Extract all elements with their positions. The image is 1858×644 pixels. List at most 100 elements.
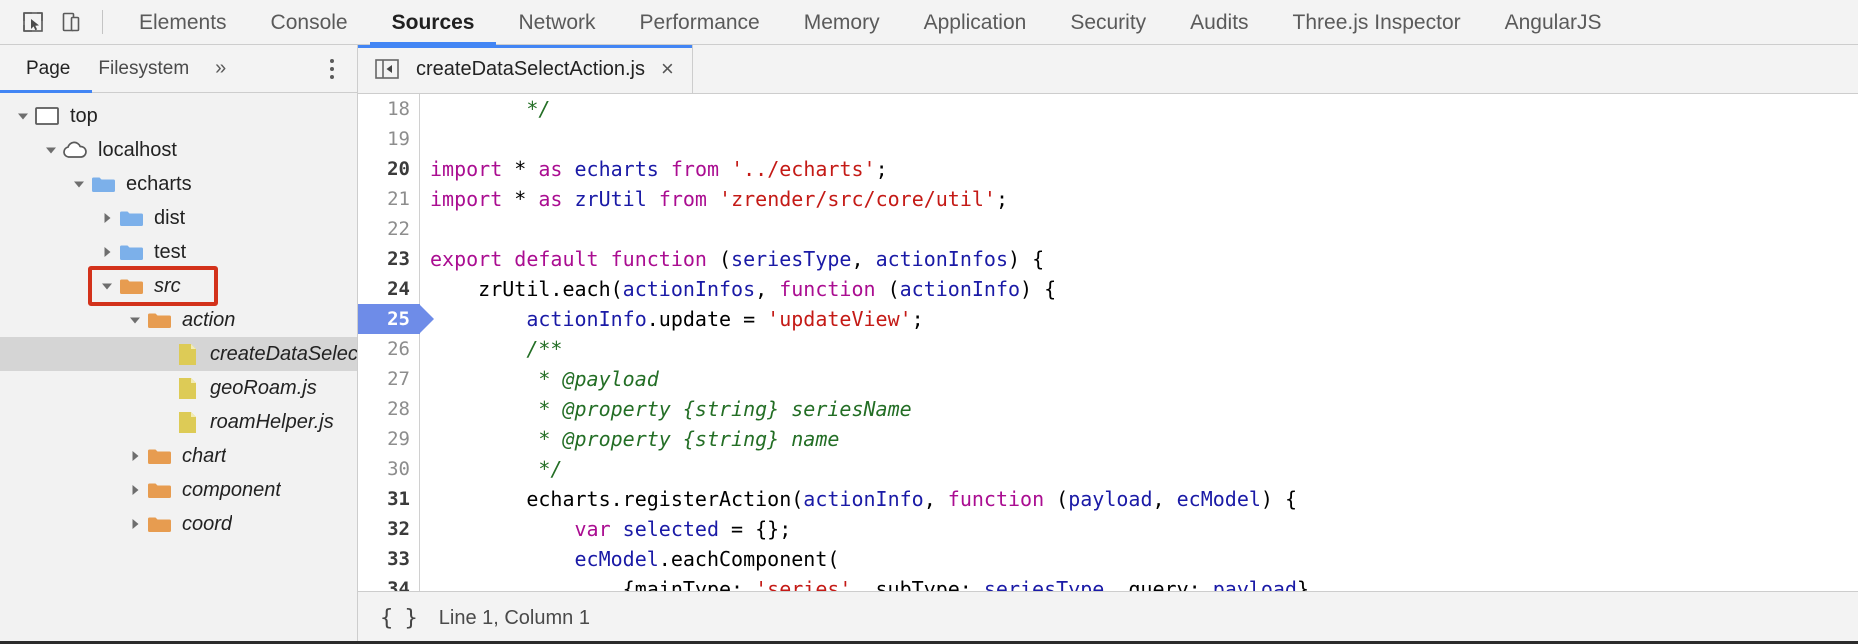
tree-item-roamhelper-js[interactable]: roamHelper.js: [0, 405, 357, 439]
code-line[interactable]: 32 var selected = {};: [358, 514, 1858, 544]
line-number[interactable]: 20: [358, 154, 420, 184]
tree-item-createdataselectacti[interactable]: createDataSelectActi: [0, 337, 357, 371]
tree-item-test[interactable]: test: [0, 235, 357, 269]
device-toggle-icon[interactable]: [52, 3, 90, 41]
code-line[interactable]: 24 zrUtil.each(actionInfos, function (ac…: [358, 274, 1858, 304]
tree-item-label: component: [182, 478, 281, 501]
line-number[interactable]: 31: [358, 484, 420, 514]
chevron-down-icon[interactable]: [40, 144, 62, 156]
tree-item-component[interactable]: component: [0, 473, 357, 507]
code-text: {mainType: 'series', subType: seriesType…: [430, 577, 1322, 591]
chevron-down-icon[interactable]: [96, 280, 118, 292]
tab-performance[interactable]: Performance: [639, 10, 760, 34]
tab-application[interactable]: Application: [923, 10, 1027, 34]
line-number[interactable]: 33: [358, 544, 420, 574]
cloud-icon: [62, 139, 88, 161]
code-line[interactable]: 18 */: [358, 94, 1858, 124]
tab-sources[interactable]: Sources: [369, 0, 497, 45]
line-number[interactable]: 26: [358, 334, 420, 364]
code-line[interactable]: 25 actionInfo.update = 'updateView';: [358, 304, 1858, 334]
folder-blue: [118, 207, 144, 229]
code-line[interactable]: 34 {mainType: 'series', subType: seriesT…: [358, 574, 1858, 591]
chevron-down-icon[interactable]: [12, 110, 34, 122]
code-line[interactable]: 30 */: [358, 454, 1858, 484]
line-number[interactable]: 32: [358, 514, 420, 544]
tree-item-action[interactable]: action: [0, 303, 357, 337]
code-text: * @property {string} seriesName: [538, 397, 912, 421]
code-text: * @property {string} name: [538, 427, 840, 451]
tree-item-echarts[interactable]: echarts: [0, 167, 357, 201]
chevron-right-icon[interactable]: [96, 246, 118, 258]
pretty-print-braces-icon[interactable]: { }: [380, 605, 418, 631]
tree-item-dist[interactable]: dist: [0, 201, 357, 235]
tree-item-top[interactable]: top: [0, 99, 357, 133]
tab-memory[interactable]: Memory: [803, 10, 880, 34]
tree-item-coord[interactable]: coord: [0, 507, 357, 541]
line-number[interactable]: 27: [358, 364, 420, 394]
chevron-right-icon[interactable]: [96, 212, 118, 224]
tree-item-label: top: [70, 104, 98, 127]
tab-console[interactable]: Console: [270, 10, 348, 34]
line-number[interactable]: 18: [358, 94, 420, 124]
code-line[interactable]: 22: [358, 214, 1858, 244]
tree-item-src[interactable]: src: [0, 269, 357, 303]
execution-line-marker[interactable]: 25: [358, 304, 434, 334]
code-line[interactable]: 26 /**: [358, 334, 1858, 364]
line-number[interactable]: 19: [358, 124, 420, 154]
tab-audits[interactable]: Audits: [1190, 10, 1249, 34]
line-number[interactable]: 23: [358, 244, 420, 274]
tree-item-chart[interactable]: chart: [0, 439, 357, 473]
code-line[interactable]: 33 ecModel.eachComponent(: [358, 544, 1858, 574]
chevron-down-icon[interactable]: [68, 178, 90, 190]
close-icon[interactable]: ×: [661, 56, 674, 81]
tree-item-localhost[interactable]: localhost: [0, 133, 357, 167]
chevron-right-icon[interactable]: [124, 450, 146, 462]
window-bottom-edge: [0, 641, 1858, 644]
inspect-cursor-icon[interactable]: [14, 3, 52, 41]
line-number[interactable]: 34: [358, 574, 420, 591]
folder-blue: [118, 241, 144, 263]
chevron-right-icon[interactable]: [124, 518, 146, 530]
tab-elements[interactable]: Elements: [139, 10, 227, 34]
editor-tab-createdataselectaction[interactable]: createDataSelectAction.js ×: [358, 45, 693, 93]
code-line[interactable]: 27 * @payload: [358, 364, 1858, 394]
line-number[interactable]: 28: [358, 394, 420, 424]
cursor-position[interactable]: Line 1, Column 1: [438, 606, 590, 629]
tab-threejs-inspector[interactable]: Three.js Inspector: [1292, 10, 1461, 34]
code-line[interactable]: 31 echarts.registerAction(actionInfo, fu…: [358, 484, 1858, 514]
code-line[interactable]: 19: [358, 124, 1858, 154]
line-number[interactable]: 30: [358, 454, 420, 484]
code-text: [420, 124, 430, 154]
chevron-down-icon[interactable]: [124, 314, 146, 326]
code-text: */: [538, 457, 563, 481]
code-line[interactable]: 29 * @property {string} name: [358, 424, 1858, 454]
line-number[interactable]: 29: [358, 424, 420, 454]
code-text: export default function (seriesType, act…: [430, 247, 1045, 271]
show-navigator-icon[interactable]: [374, 58, 400, 80]
nav-tab-page[interactable]: Page: [26, 57, 71, 79]
kebab-menu-icon[interactable]: [321, 56, 343, 82]
editor-tab-filename: createDataSelectAction.js: [416, 57, 646, 80]
code-line[interactable]: 28 * @property {string} seriesName: [358, 394, 1858, 424]
line-number[interactable]: 22: [358, 214, 420, 244]
code-line[interactable]: 23 export default function (seriesType, a…: [358, 244, 1858, 274]
tab-network[interactable]: Network: [518, 10, 596, 34]
line-number[interactable]: 24: [358, 274, 420, 304]
folder-blue: [90, 173, 116, 195]
chevron-right-icon[interactable]: [124, 484, 146, 496]
tab-angularjs[interactable]: AngularJS: [1504, 10, 1602, 34]
line-number[interactable]: 21: [358, 184, 420, 214]
js-file-icon: [174, 377, 200, 399]
nav-tab-filesystem[interactable]: Filesystem: [98, 57, 190, 79]
tree-item-georoam-js[interactable]: geoRoam.js: [0, 371, 357, 405]
js-file-icon: [174, 411, 200, 433]
code-text: var selected = {};: [574, 517, 792, 541]
nav-more-tabs-icon[interactable]: »: [215, 57, 227, 79]
tab-security[interactable]: Security: [1070, 10, 1147, 34]
